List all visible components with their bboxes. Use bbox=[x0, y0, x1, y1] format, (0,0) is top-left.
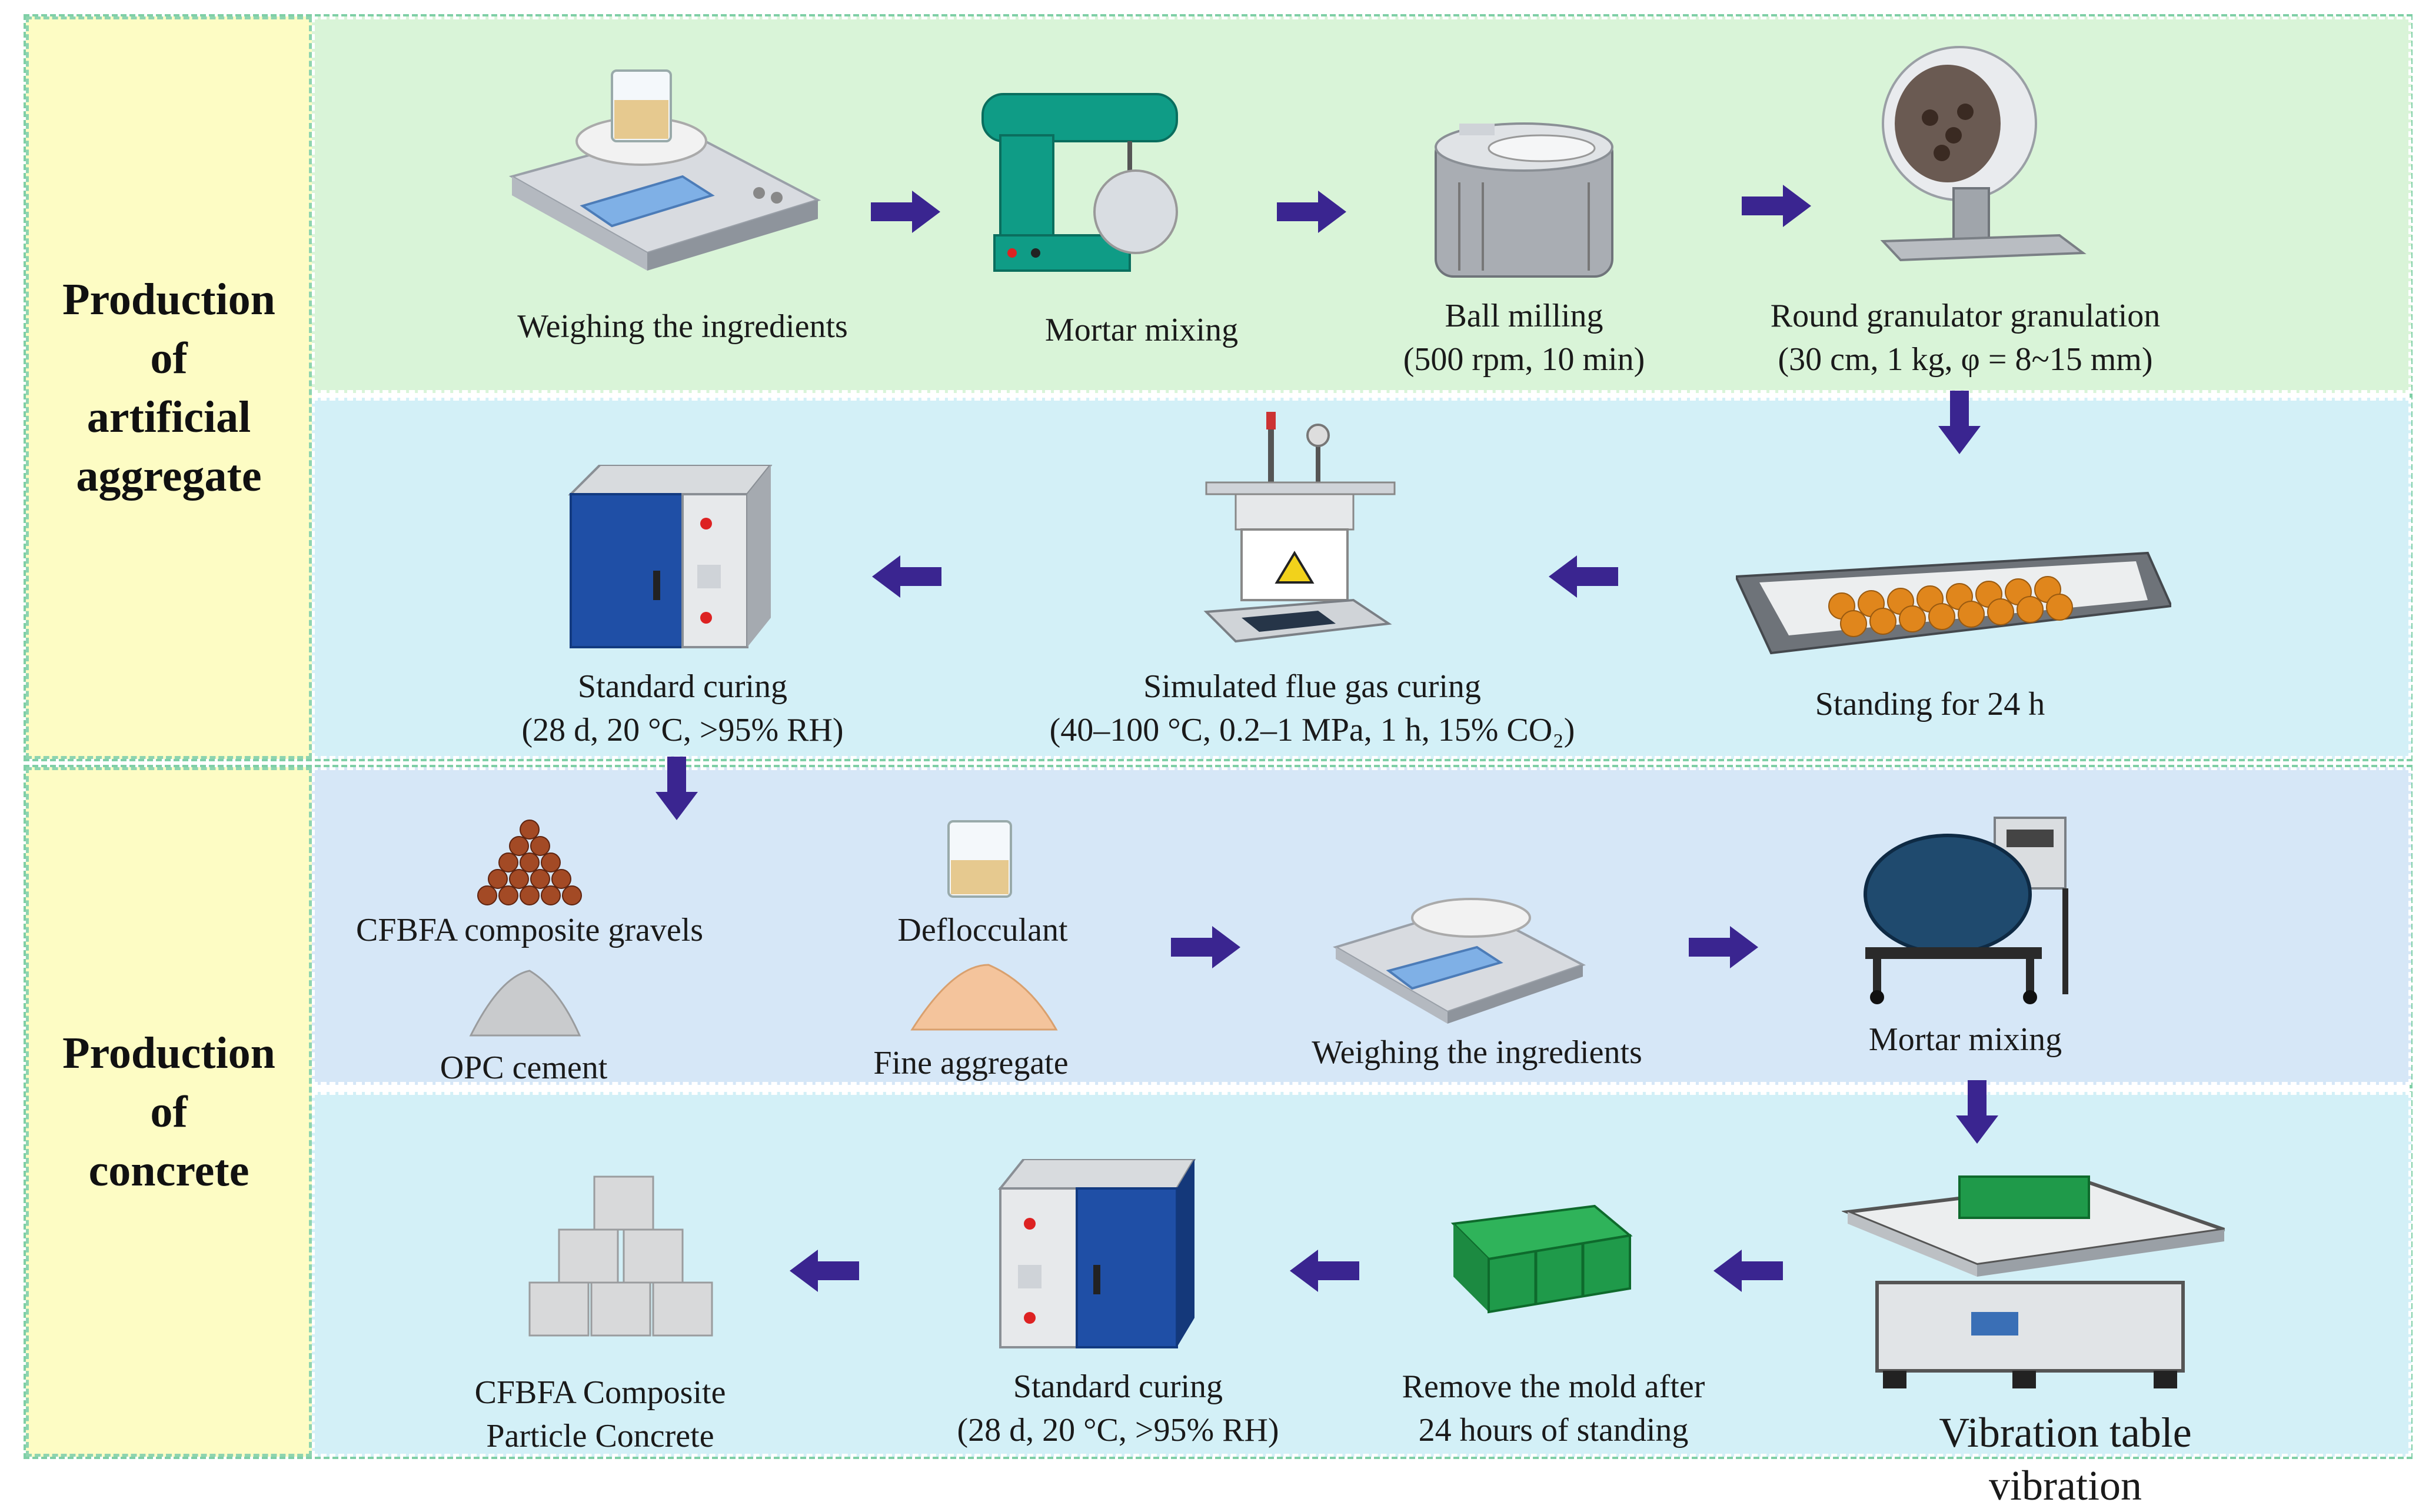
mortar-mixer-icon bbox=[981, 93, 1178, 272]
standing-tray-icon bbox=[1736, 551, 2171, 655]
fine-aggregate-icon bbox=[910, 964, 1058, 1031]
composite-gravels-icon bbox=[477, 820, 582, 905]
arrow-right-icon bbox=[1742, 185, 1811, 227]
step-round-granulator: Round granulator granulation (30 cm, 1 k… bbox=[1770, 298, 2161, 378]
label-cfbfa-gravels: CFBFA composite gravels bbox=[355, 912, 704, 948]
label-fine-aggregate: Fine aggregate bbox=[873, 1045, 1069, 1081]
section-label-artificial-aggregate: Production of artificial aggregate bbox=[26, 16, 312, 759]
drum-mixer-icon bbox=[1864, 817, 2068, 1004]
arrow-right-icon bbox=[871, 191, 940, 233]
step-mortar-mixing-2: Mortar mixing bbox=[1868, 1021, 2062, 1058]
step-standard-curing-2: Standard curing (28 d, 20 °C, >95% RH) bbox=[957, 1368, 1279, 1448]
step-cfbfa-concrete: CFBFA Composite Particle Concrete bbox=[474, 1374, 726, 1454]
arrow-down-icon bbox=[1938, 391, 1981, 454]
flue-gas-reactor-icon bbox=[1203, 412, 1396, 643]
section-label-artificial-text: Production of artificial aggregate bbox=[62, 275, 275, 501]
arrow-left-icon bbox=[872, 555, 941, 598]
arrow-right-icon bbox=[1277, 191, 1346, 233]
round-granulator-icon bbox=[1880, 46, 2087, 262]
step-vibration-table: Vibration table vibration bbox=[1939, 1409, 2192, 1509]
scale-beaker-icon bbox=[508, 69, 821, 271]
scale-icon bbox=[1333, 898, 1586, 1024]
ball-mill-icon bbox=[1435, 122, 1613, 278]
concrete-cubes-icon bbox=[528, 1175, 713, 1337]
step-flue-gas-curing: Simulated flue gas curing (40–100 °C, 0.… bbox=[1049, 668, 1575, 748]
section-label-concrete: Production of concrete bbox=[26, 767, 312, 1457]
arrow-left-icon bbox=[790, 1250, 859, 1292]
arrow-left-icon bbox=[1713, 1250, 1783, 1292]
opc-cement-icon bbox=[469, 970, 581, 1037]
step-mortar-mixing-1: Mortar mixing bbox=[1044, 312, 1239, 348]
deflocculant-beaker-icon bbox=[947, 820, 1012, 898]
concrete-mold-icon bbox=[1450, 1204, 1633, 1314]
arrow-down-icon bbox=[1956, 1080, 1998, 1144]
step-ball-milling: Ball milling (500 rpm, 10 min) bbox=[1403, 298, 1645, 378]
vibration-table-icon bbox=[1842, 1175, 2225, 1388]
arrow-right-icon bbox=[1689, 926, 1758, 968]
arrow-down-icon bbox=[656, 757, 698, 820]
curing-oven-icon bbox=[997, 1159, 1196, 1348]
step-remove-mold: Remove the mold after 24 hours of standi… bbox=[1402, 1368, 1705, 1448]
label-opc-cement: OPC cement bbox=[440, 1050, 608, 1086]
arrow-left-icon bbox=[1549, 555, 1618, 598]
curing-oven-icon bbox=[568, 465, 773, 648]
step-standing-24h: Standing for 24 h bbox=[1815, 686, 2045, 722]
section-label-concrete-text: Production of concrete bbox=[62, 1028, 275, 1195]
step-weighing-2: Weighing the ingredients bbox=[1312, 1034, 1642, 1071]
arrow-right-icon bbox=[1171, 926, 1240, 968]
label-deflocculant: Deflocculant bbox=[897, 912, 1068, 948]
arrow-left-icon bbox=[1290, 1250, 1359, 1292]
step-standard-curing-1: Standard curing (28 d, 20 °C, >95% RH) bbox=[521, 668, 844, 748]
step-weighing-1: Weighing the ingredients bbox=[517, 308, 848, 345]
